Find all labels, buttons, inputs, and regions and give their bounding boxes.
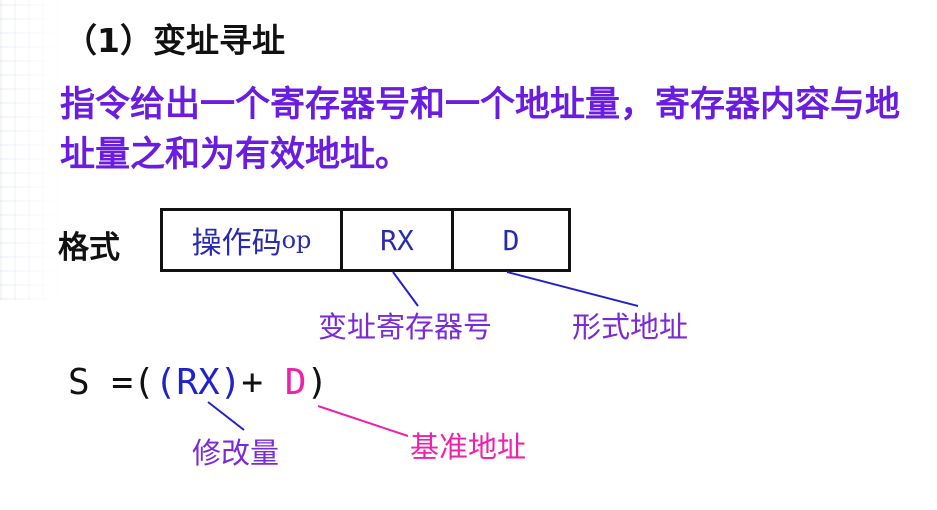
index-register-number-label: 变址寄存器号 bbox=[318, 310, 493, 344]
format-label: 格式 bbox=[58, 230, 120, 266]
background-pattern bbox=[0, 0, 60, 300]
base-connector-line bbox=[317, 405, 409, 437]
effective-address-formula: S =((RX)+ D) bbox=[68, 362, 328, 403]
formula-prefix: S =( bbox=[68, 362, 155, 403]
description-text: 指令给出一个寄存器号和一个地址量，寄存器内容与地址量之和为有效地址。 bbox=[60, 85, 901, 175]
base-address-label: 基准地址 bbox=[410, 430, 527, 464]
rx-connector-line bbox=[392, 271, 419, 307]
formula-rx-term: (RX) bbox=[154, 362, 242, 403]
modifier-connector-line bbox=[207, 401, 245, 431]
d-connector-line bbox=[506, 271, 639, 307]
modifier-label: 修改量 bbox=[192, 436, 280, 470]
formula-d-term: D bbox=[284, 362, 307, 403]
formula-suffix: ) bbox=[306, 362, 329, 403]
formula-plus: + bbox=[241, 362, 285, 403]
rx-field: RX bbox=[343, 211, 454, 269]
section-heading: （1）变址寻址 bbox=[64, 21, 285, 60]
opcode-label: 操作码 bbox=[191, 226, 282, 261]
d-field: D bbox=[502, 223, 520, 257]
formal-address-label: 形式地址 bbox=[572, 310, 689, 344]
opcode-suffix: op bbox=[281, 226, 312, 254]
